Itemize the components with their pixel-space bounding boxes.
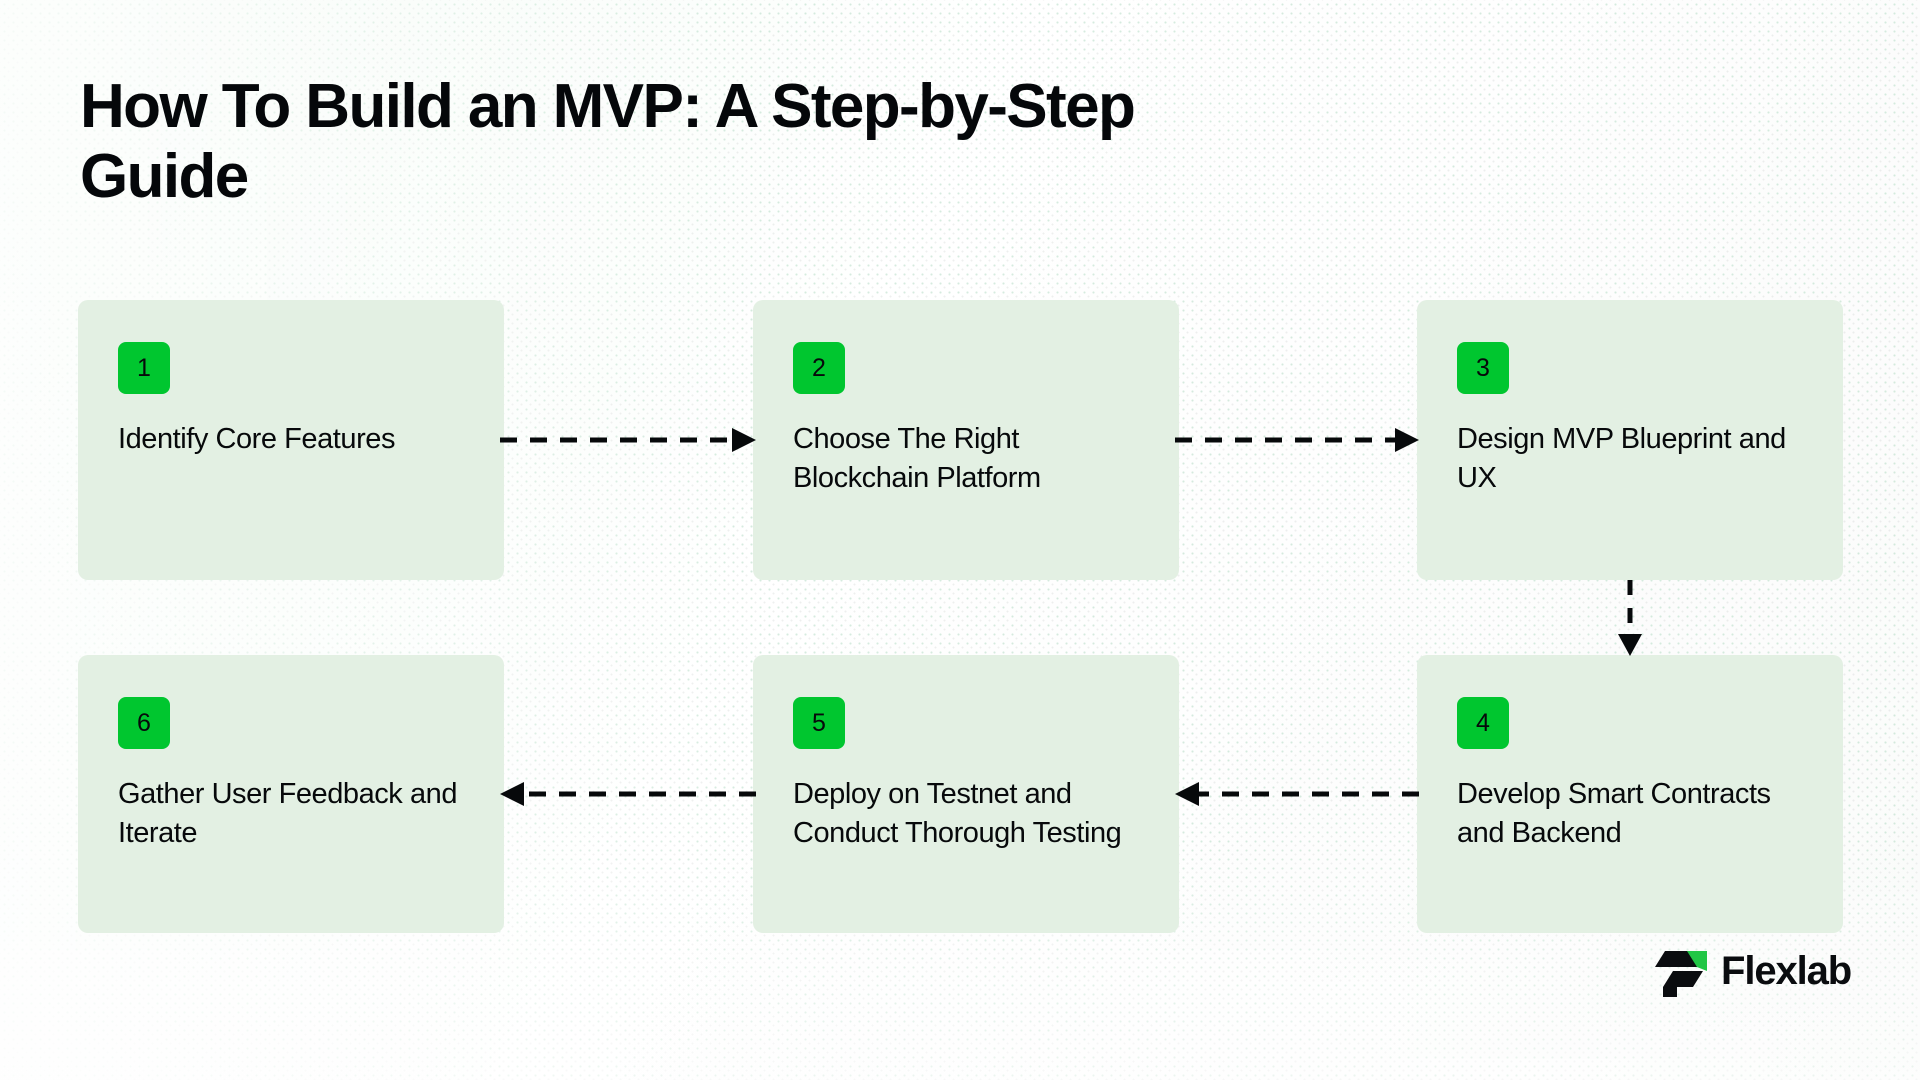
step-number-badge-5: 5 <box>793 697 845 749</box>
step-label-5: Deploy on Testnet and Conduct Thorough T… <box>793 778 1122 850</box>
flexlab-logo-text: Flexlab <box>1721 949 1852 993</box>
step-card-5: 5 Deploy on Testnet and Conduct Thorough… <box>753 655 1179 933</box>
page-title: How To Build an MVP: A Step-by-Step Guid… <box>80 72 1136 212</box>
step-label-1: Identify Core Features <box>118 423 396 455</box>
step-number-badge-3: 3 <box>1457 342 1509 394</box>
step-card-6: 6 Gather User Feedback and Iterate <box>78 655 504 933</box>
flexlab-logo-mark-icon <box>1655 951 1707 997</box>
step-number-badge-6: 6 <box>118 697 170 749</box>
step-label-2: Choose The Right Blockchain Platform <box>793 423 1041 495</box>
step-card-4: 4 Develop Smart Contracts and Backend <box>1417 655 1843 933</box>
step-label-3: Design MVP Blueprint and UX <box>1457 423 1786 495</box>
flexlab-logo: Flexlab <box>1655 945 1852 997</box>
step-number-badge-2: 2 <box>793 342 845 394</box>
step-label-6: Gather User Feedback and Iterate <box>118 778 457 850</box>
step-card-3: 3 Design MVP Blueprint and UX <box>1417 300 1843 580</box>
step-card-1: 1 Identify Core Features <box>78 300 504 580</box>
step-number-badge-4: 4 <box>1457 697 1509 749</box>
step-card-2: 2 Choose The Right Blockchain Platform <box>753 300 1179 580</box>
step-number-badge-1: 1 <box>118 342 170 394</box>
step-label-4: Develop Smart Contracts and Backend <box>1457 778 1771 850</box>
